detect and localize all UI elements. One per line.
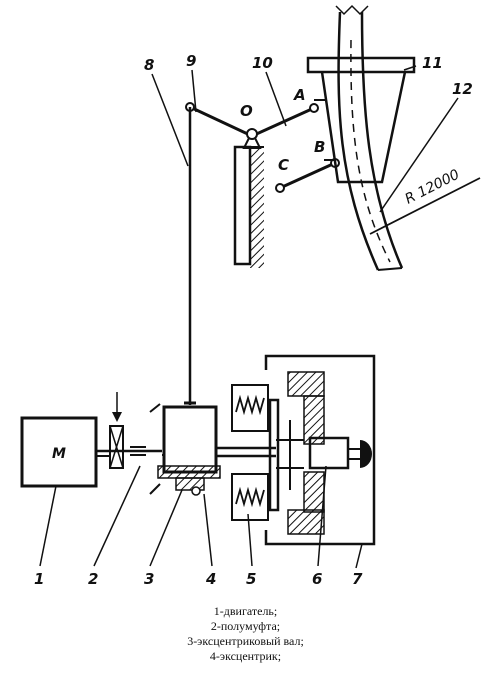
part-number-1: 1 bbox=[34, 570, 44, 588]
half-coupling-2 bbox=[96, 392, 162, 469]
legend: 1-двигатель; 2-полумуфта; 3-эксцентриков… bbox=[0, 604, 491, 664]
part-number-9: 9 bbox=[186, 52, 196, 70]
part-number-6: 6 bbox=[312, 570, 322, 588]
joint-a bbox=[309, 103, 319, 113]
legend-item: 1-двигатель; bbox=[213, 604, 278, 618]
link-cb bbox=[279, 161, 336, 190]
legend-item: 3-эксцентриковый вал; bbox=[187, 634, 304, 648]
part-number-12: 12 bbox=[452, 80, 473, 98]
part-number-11: 11 bbox=[422, 54, 443, 72]
motor-label: M bbox=[52, 446, 66, 462]
part-number-5: 5 bbox=[246, 570, 256, 588]
springs-5 bbox=[231, 384, 269, 521]
part-number-10: 10 bbox=[252, 54, 273, 72]
point-label-c: C bbox=[278, 156, 289, 174]
fixed-support bbox=[233, 145, 264, 268]
legend-item: 2-полумуфта; bbox=[210, 619, 281, 633]
joint-c bbox=[275, 183, 285, 193]
point-label-o: O bbox=[240, 102, 253, 120]
part-number-2: 2 bbox=[88, 570, 98, 588]
crystallizer-11 bbox=[306, 56, 416, 184]
link-10 bbox=[251, 106, 315, 138]
rod-8 bbox=[184, 107, 196, 405]
shaft-main bbox=[216, 446, 276, 458]
eccentric-4 bbox=[175, 477, 205, 496]
point-label-b: B bbox=[314, 138, 325, 156]
part-number-7: 7 bbox=[352, 570, 363, 588]
part-number-4: 4 bbox=[205, 570, 216, 588]
point-label-a: A bbox=[293, 86, 306, 104]
clutch-6 bbox=[268, 371, 372, 535]
curved-strand-12 bbox=[335, 4, 404, 271]
gearbox-3 bbox=[149, 403, 221, 495]
pivot-o bbox=[242, 128, 262, 149]
housing-7 bbox=[264, 354, 376, 546]
legend-item: 4-эксцентрик; bbox=[209, 649, 282, 663]
lever-9 bbox=[189, 105, 253, 138]
radius-leader bbox=[369, 177, 481, 235]
motor-1: M bbox=[20, 416, 98, 488]
part-number-8: 8 bbox=[144, 56, 154, 74]
mechanism-diagram: R 12000 M bbox=[20, 4, 481, 588]
part-number-3: 3 bbox=[144, 570, 154, 588]
leader-lines bbox=[39, 65, 459, 569]
